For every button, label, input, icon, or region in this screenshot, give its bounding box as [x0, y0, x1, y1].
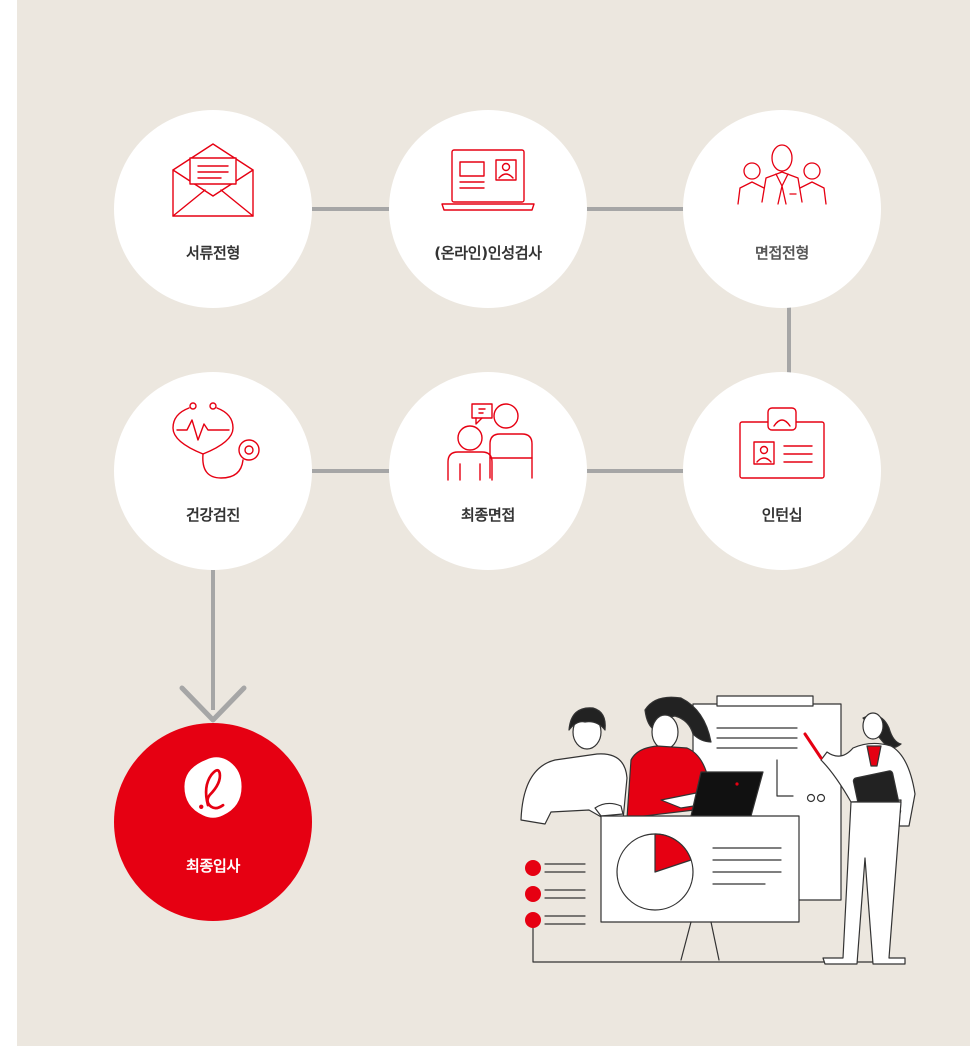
step-document-screening: 서류전형 — [114, 110, 312, 308]
interview-group-icon — [737, 144, 827, 205]
connector-4-5 — [586, 469, 684, 473]
step-final-interview: 최종면접 — [389, 372, 587, 570]
final-interview-icon — [447, 403, 533, 481]
connector-5-6 — [312, 469, 392, 473]
step-label: 인턴십 — [761, 506, 803, 524]
business-meeting-illustration — [520, 695, 916, 965]
connector-3-4 — [787, 306, 791, 374]
step-label: (온라인)인성검사 — [434, 244, 542, 262]
step-interview: 면접전형 — [683, 110, 881, 308]
connector-6-final — [211, 570, 215, 710]
connector-1-2 — [312, 207, 392, 211]
step-label: 서류전형 — [185, 244, 240, 262]
step-label: 최종면접 — [460, 506, 515, 524]
connector-2-3 — [586, 207, 684, 211]
step-internship: 인턴십 — [683, 372, 881, 570]
arrow-down-icon — [179, 685, 247, 723]
stethoscope-icon — [172, 402, 260, 479]
step-final-hire: 최종입사 — [114, 723, 312, 921]
step-health-checkup: 건강검진 — [114, 372, 312, 570]
id-badge-icon — [739, 407, 825, 479]
step-online-personality-test: (온라인)인성검사 — [389, 110, 587, 308]
step-label: 면접전형 — [754, 244, 809, 262]
lotte-logo-icon — [184, 757, 242, 818]
step-label: 최종입사 — [185, 857, 240, 875]
envelope-document-icon — [172, 143, 254, 217]
step-label: 건강검진 — [185, 506, 240, 524]
laptop-profile-icon — [441, 149, 535, 211]
